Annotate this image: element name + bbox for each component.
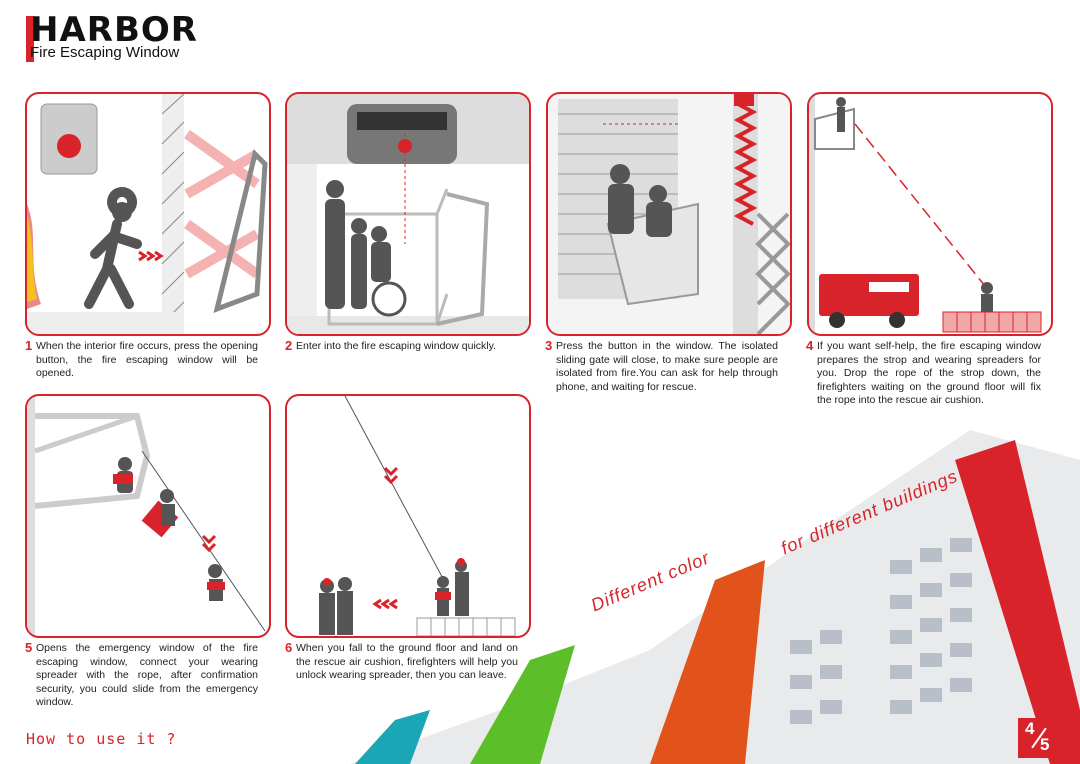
step-5-drawing [27,396,266,636]
step-6-illustration [285,394,531,638]
step-2-text: Enter into the fire escaping window quic… [296,340,496,352]
step-2-number: 2 [285,338,293,353]
step-5-caption: 5 Opens the emergency window of the fire… [25,641,258,710]
step-1-illustration [25,92,271,336]
step-4-caption: 4 If you want self-help, the fire escapi… [806,339,1041,408]
step-2-caption: 2 Enter into the fire escaping window qu… [285,339,518,354]
step-6-number: 6 [285,640,293,655]
step-5-illustration [25,394,271,638]
step-3-drawing [548,94,790,334]
step-5-text: Opens the emergency window of the fire e… [36,642,258,708]
step-2-illustration [285,92,531,336]
step-3-illustration [546,92,792,336]
brand-subtitle: Fire Escaping Window [30,44,180,61]
step-4-drawing [809,94,1042,334]
step-3-number: 3 [545,338,553,353]
step-1-text: When the interior fire occurs, press the… [36,340,258,379]
step-4-illustration [807,92,1053,336]
step-3-caption: 3 Press the button in the window. The is… [545,339,778,394]
how-to-use-heading: How to use it ? [26,730,177,748]
logo-accent-bar [26,16,34,62]
step-4-text: If you want self-help, the fire escaping… [817,340,1041,406]
step-2-drawing [287,94,529,334]
step-6-text: When you fall to the ground floor and la… [296,642,518,681]
step-6-caption: 6 When you fall to the ground floor and … [285,641,518,683]
step-4-number: 4 [806,338,814,353]
step-6-drawing [319,396,516,636]
building-photo [350,430,1080,764]
step-1-caption: 1 When the interior fire occurs, press t… [25,339,258,381]
page-current: 4 [1025,719,1035,738]
step-5-number: 5 [25,640,33,655]
page-total: 5 [1040,735,1050,754]
brand-logo: HARBOR [30,10,198,50]
step-3-text: Press the button in the window. The isol… [556,340,778,393]
step-1-number: 1 [25,338,33,353]
step-1-drawing [27,94,268,334]
page-number-badge: 4 5 [1018,718,1058,758]
